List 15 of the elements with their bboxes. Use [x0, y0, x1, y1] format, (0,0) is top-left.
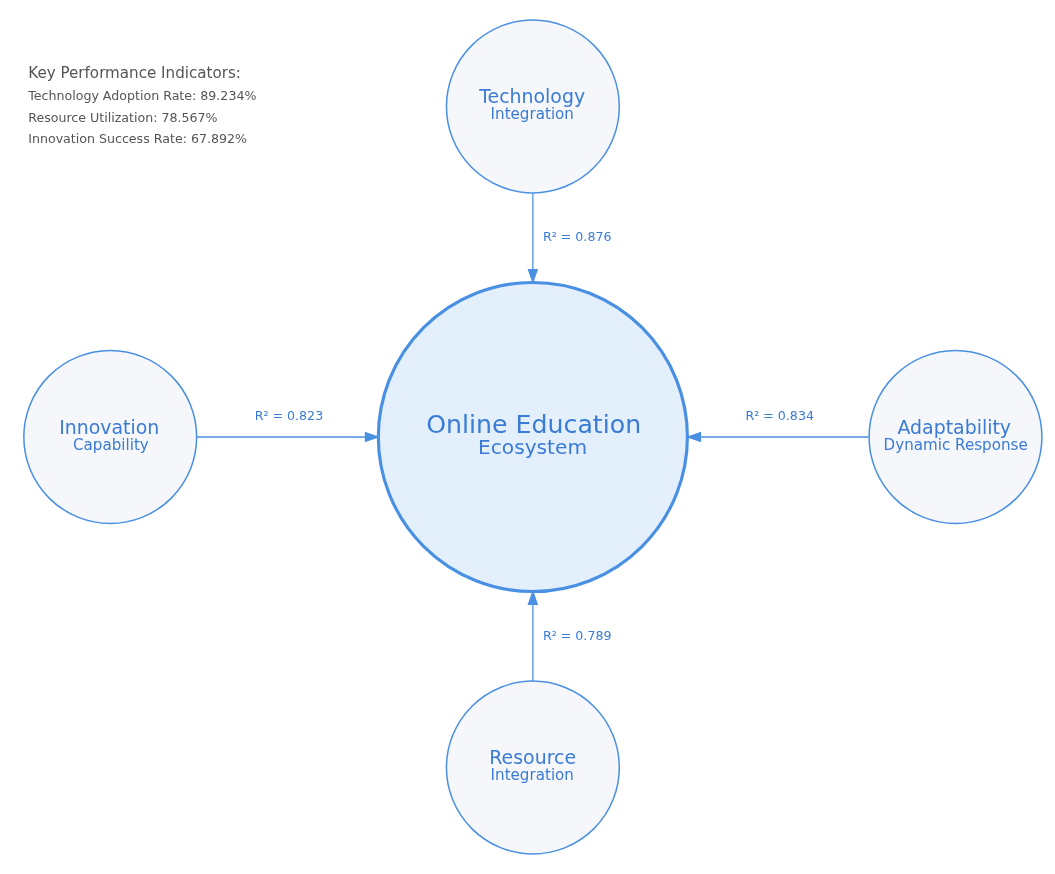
label: Resource Utilization: 78.567% [28, 109, 218, 125]
arrow [685, 431, 870, 443]
node-circle: Resource Integration [445, 680, 621, 855]
edge-label: R² = 0.823 [254, 407, 324, 423]
edge-label: R² = 0.834 [745, 407, 814, 423]
label: Innovation Success Rate: 67.892% [28, 131, 248, 147]
node-circle: Online Education Ecosystem [376, 280, 689, 594]
edge-label: R² = 0.789 [542, 628, 612, 644]
node-circle: Adaptability Dynamic Response [868, 349, 1043, 525]
node-circle: Innovation Capability [23, 349, 198, 525]
label: Key Performance Indicators: [28, 64, 241, 83]
edge-label: R² = 0.876 [542, 229, 612, 245]
node-circle: Technology Integration [445, 19, 621, 194]
arrow [196, 431, 380, 443]
label: Technology Adoption Rate: 89.234% [28, 88, 257, 104]
